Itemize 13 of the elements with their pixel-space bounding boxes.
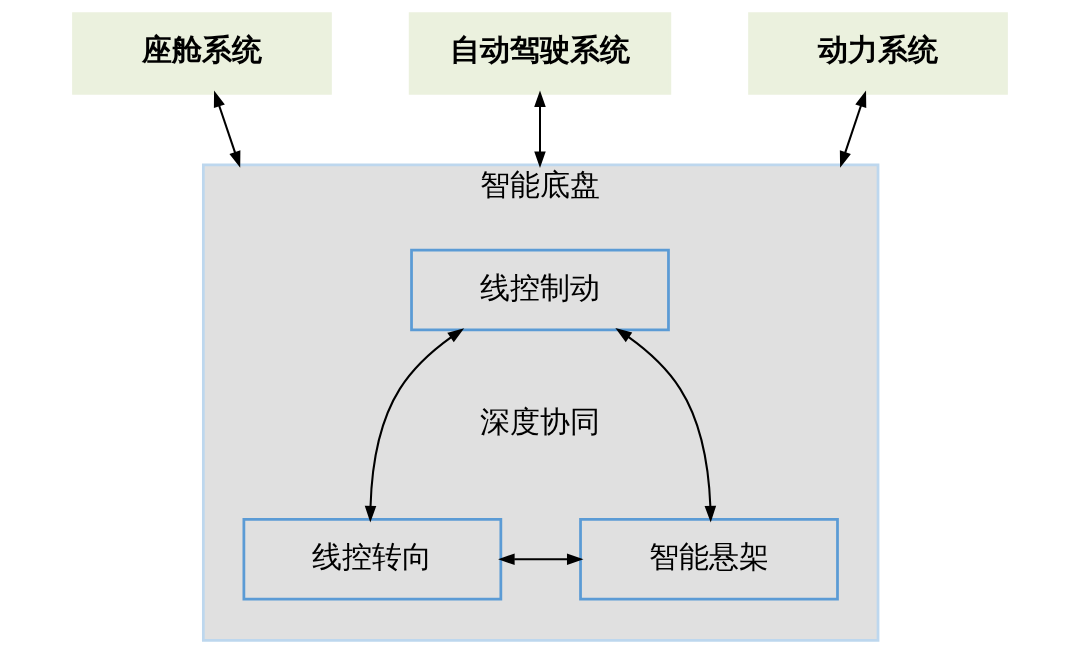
arrow — [534, 90, 546, 168]
node-box: 线控转向 — [242, 518, 503, 601]
node-box: 智能悬架 — [579, 518, 839, 601]
label: 深度协同 — [480, 404, 600, 440]
arrow — [615, 328, 717, 523]
node-box: 自动驾驶系统 — [408, 12, 672, 95]
arrow — [213, 90, 241, 168]
arrow — [498, 553, 584, 565]
node-box: 座舱系统 — [72, 12, 332, 95]
arrow — [839, 90, 867, 168]
node-box: 线控制动 — [410, 248, 670, 332]
arrow — [364, 328, 465, 523]
node-box: 动力系统 — [748, 12, 1008, 95]
